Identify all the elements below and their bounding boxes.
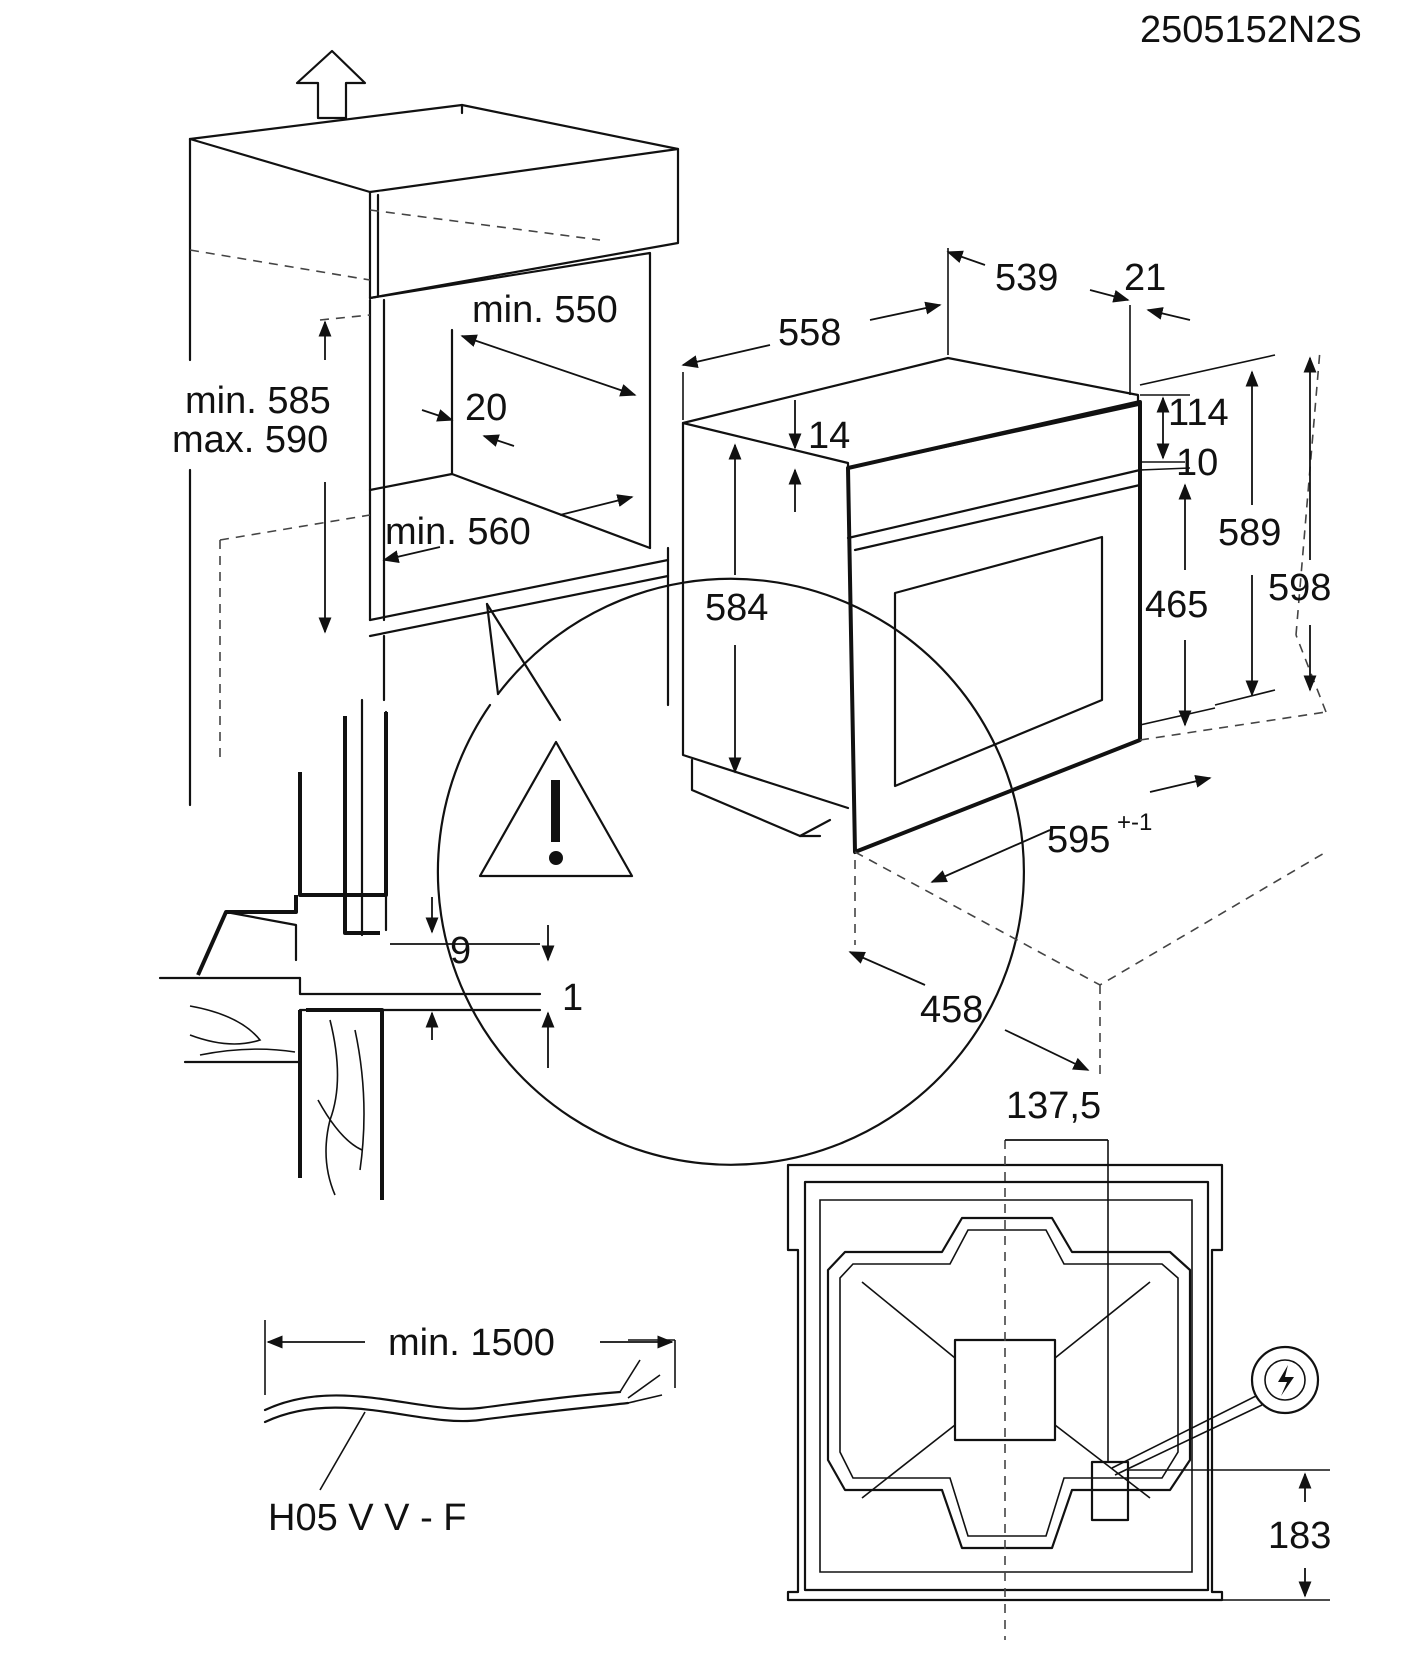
warning-triangle-icon — [478, 740, 634, 878]
niche-depth-top: min. 550 — [472, 289, 618, 331]
oven-height-body: 584 — [705, 587, 768, 629]
oven-door-height: 465 — [1145, 584, 1208, 626]
cabinet-niche: min. 585 max. 590 min. 550 20 min. 560 — [172, 49, 680, 807]
document-code: 2505152N2S — [1140, 9, 1362, 51]
oven-front-thickness: 21 — [1124, 257, 1166, 299]
detail-gap-bottom: 1 — [562, 977, 583, 1019]
niche-depth-bottom: min. 560 — [385, 511, 531, 553]
niche-gap: 20 — [465, 387, 507, 429]
cable-type: H05 V V - F — [268, 1497, 467, 1539]
detail-magnifier: 9 1 — [158, 577, 1025, 1200]
electric-socket-icon — [1250, 1345, 1320, 1415]
oven-height-mid: 589 — [1218, 512, 1281, 554]
niche-height-max: max. 590 — [172, 419, 328, 461]
oven-depth-total: 558 — [778, 312, 841, 354]
back-offset-y: 183 — [1268, 1515, 1331, 1557]
oven-width: 595 — [1047, 819, 1110, 861]
oven-height-total: 598 — [1268, 567, 1331, 609]
oven-back-panel: 137,5 183 — [786, 1085, 1331, 1640]
cable-length: min. 1500 — [388, 1322, 555, 1364]
detail-gap-top: 9 — [450, 930, 471, 972]
power-cable: min. 1500 H05 V V - F — [263, 1320, 676, 1539]
oven-depth-body: 539 — [995, 257, 1058, 299]
oven-body: 558 539 21 14 584 114 10 465 — [681, 248, 1331, 1075]
oven-width-tolerance: +-1 — [1117, 809, 1152, 836]
oven-panel-gap: 10 — [1176, 442, 1218, 484]
oven-panel-height: 114 — [1168, 392, 1229, 434]
oven-top-offset: 14 — [808, 415, 850, 457]
up-arrow-icon — [295, 49, 367, 120]
back-offset-x: 137,5 — [1006, 1085, 1101, 1127]
niche-height-min: min. 585 — [185, 380, 331, 422]
oven-depth-base: 458 — [920, 989, 983, 1031]
